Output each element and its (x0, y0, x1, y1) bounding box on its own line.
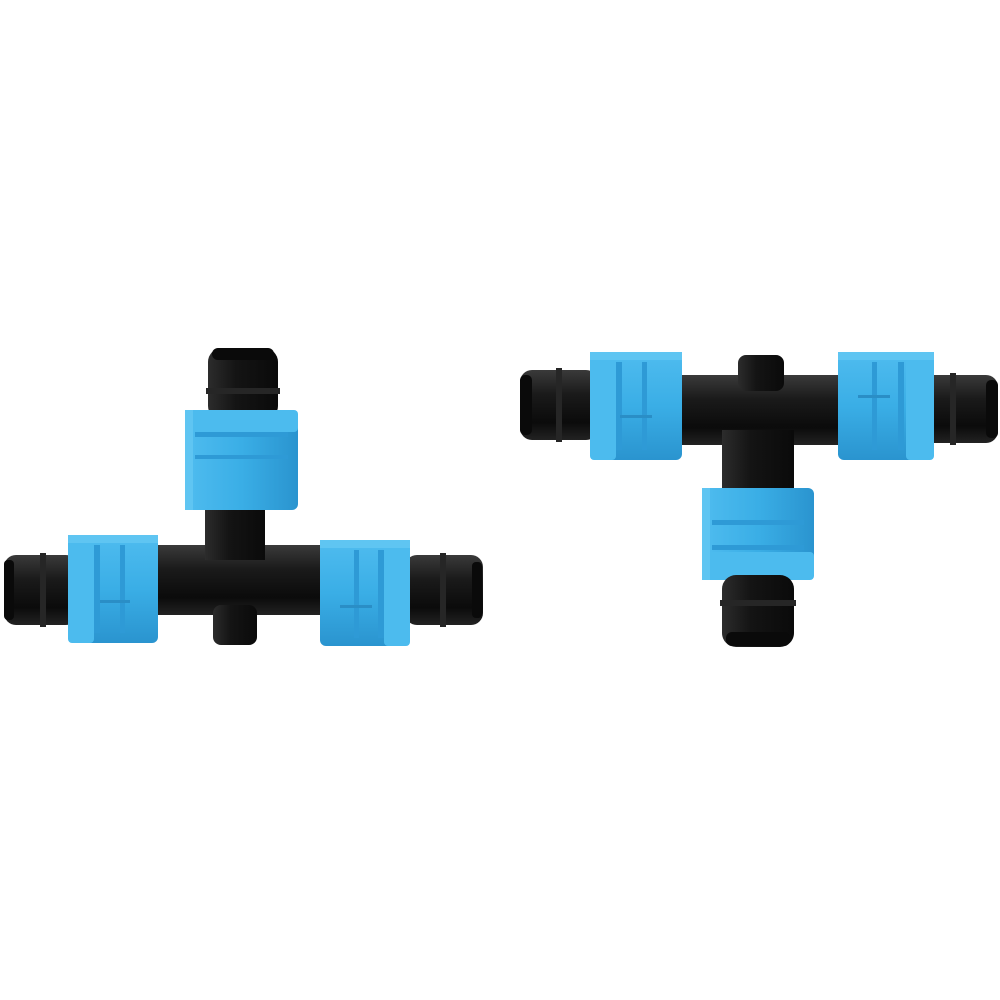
left-tee-bottom-nub (213, 605, 257, 645)
right-tee-left-nut (590, 352, 682, 460)
right-tee-right-barb (920, 373, 998, 445)
right-tee-bottom-nut (702, 488, 814, 580)
right-tee-fitting (520, 352, 998, 647)
left-tee-top-barb (206, 348, 280, 420)
left-tee-right-barb (405, 553, 483, 627)
left-tee-body (150, 545, 330, 615)
left-tee-left-barb (4, 553, 78, 627)
left-tee-left-nut (68, 535, 158, 643)
right-tee-top-nub (738, 355, 784, 391)
right-tee-right-nut (838, 352, 934, 460)
left-tee-top-nut (185, 410, 298, 510)
right-tee-body (660, 375, 860, 445)
right-tee-bottom-barb (720, 575, 796, 647)
left-tee-right-nut (320, 540, 410, 646)
left-tee-fitting (4, 348, 483, 646)
right-tee-left-barb (520, 368, 598, 442)
